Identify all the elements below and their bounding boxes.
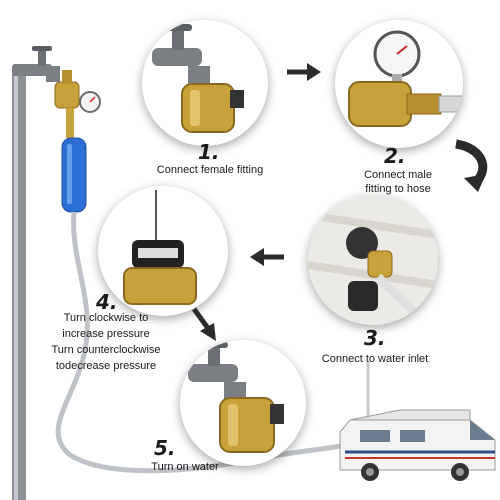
step-5-image	[180, 340, 306, 466]
hose	[55, 211, 371, 474]
step-2-caption: Connect male fitting to hose	[364, 169, 432, 195]
step-4-image	[98, 186, 228, 316]
step-2-image	[335, 20, 463, 148]
step-3-caption: Connect to water inlet	[321, 353, 429, 365]
faucet-icon	[188, 342, 246, 400]
pressure-regulator-icon	[348, 81, 442, 127]
faucet-icon	[12, 46, 60, 82]
step-4-number: 4.	[96, 290, 118, 314]
faucet-icon	[152, 48, 202, 66]
step-3-image	[308, 195, 438, 325]
pressure-regulator-icon	[181, 83, 244, 133]
pressure-gauge-icon	[79, 91, 101, 113]
step-4-caption: Turn clockwise to increase pressure Turn…	[51, 312, 161, 372]
step-1-number: 1.	[198, 140, 220, 164]
step-1-caption: Connect female fitting	[156, 164, 264, 176]
step-5-number: 5.	[154, 436, 176, 460]
rv-camper-icon	[339, 409, 496, 481]
step-2-number: 2.	[384, 144, 406, 168]
step-3-number: 3.	[364, 326, 386, 350]
pressure-gauge-icon	[373, 30, 421, 84]
water-filter-icon	[61, 137, 87, 213]
step-5-caption: Turn on water	[151, 461, 219, 473]
arrow-icon	[250, 248, 284, 266]
pressure-regulator-icon	[367, 250, 393, 278]
water-inlet	[346, 227, 378, 259]
standpipe-highlight	[14, 70, 18, 500]
arrow-icon	[455, 139, 488, 192]
arrow-icon	[191, 307, 216, 341]
arrow-icon	[287, 63, 321, 81]
pressure-regulator-icon	[219, 397, 284, 453]
pressure-regulator-icon	[123, 240, 197, 305]
step-1-image	[142, 20, 268, 146]
